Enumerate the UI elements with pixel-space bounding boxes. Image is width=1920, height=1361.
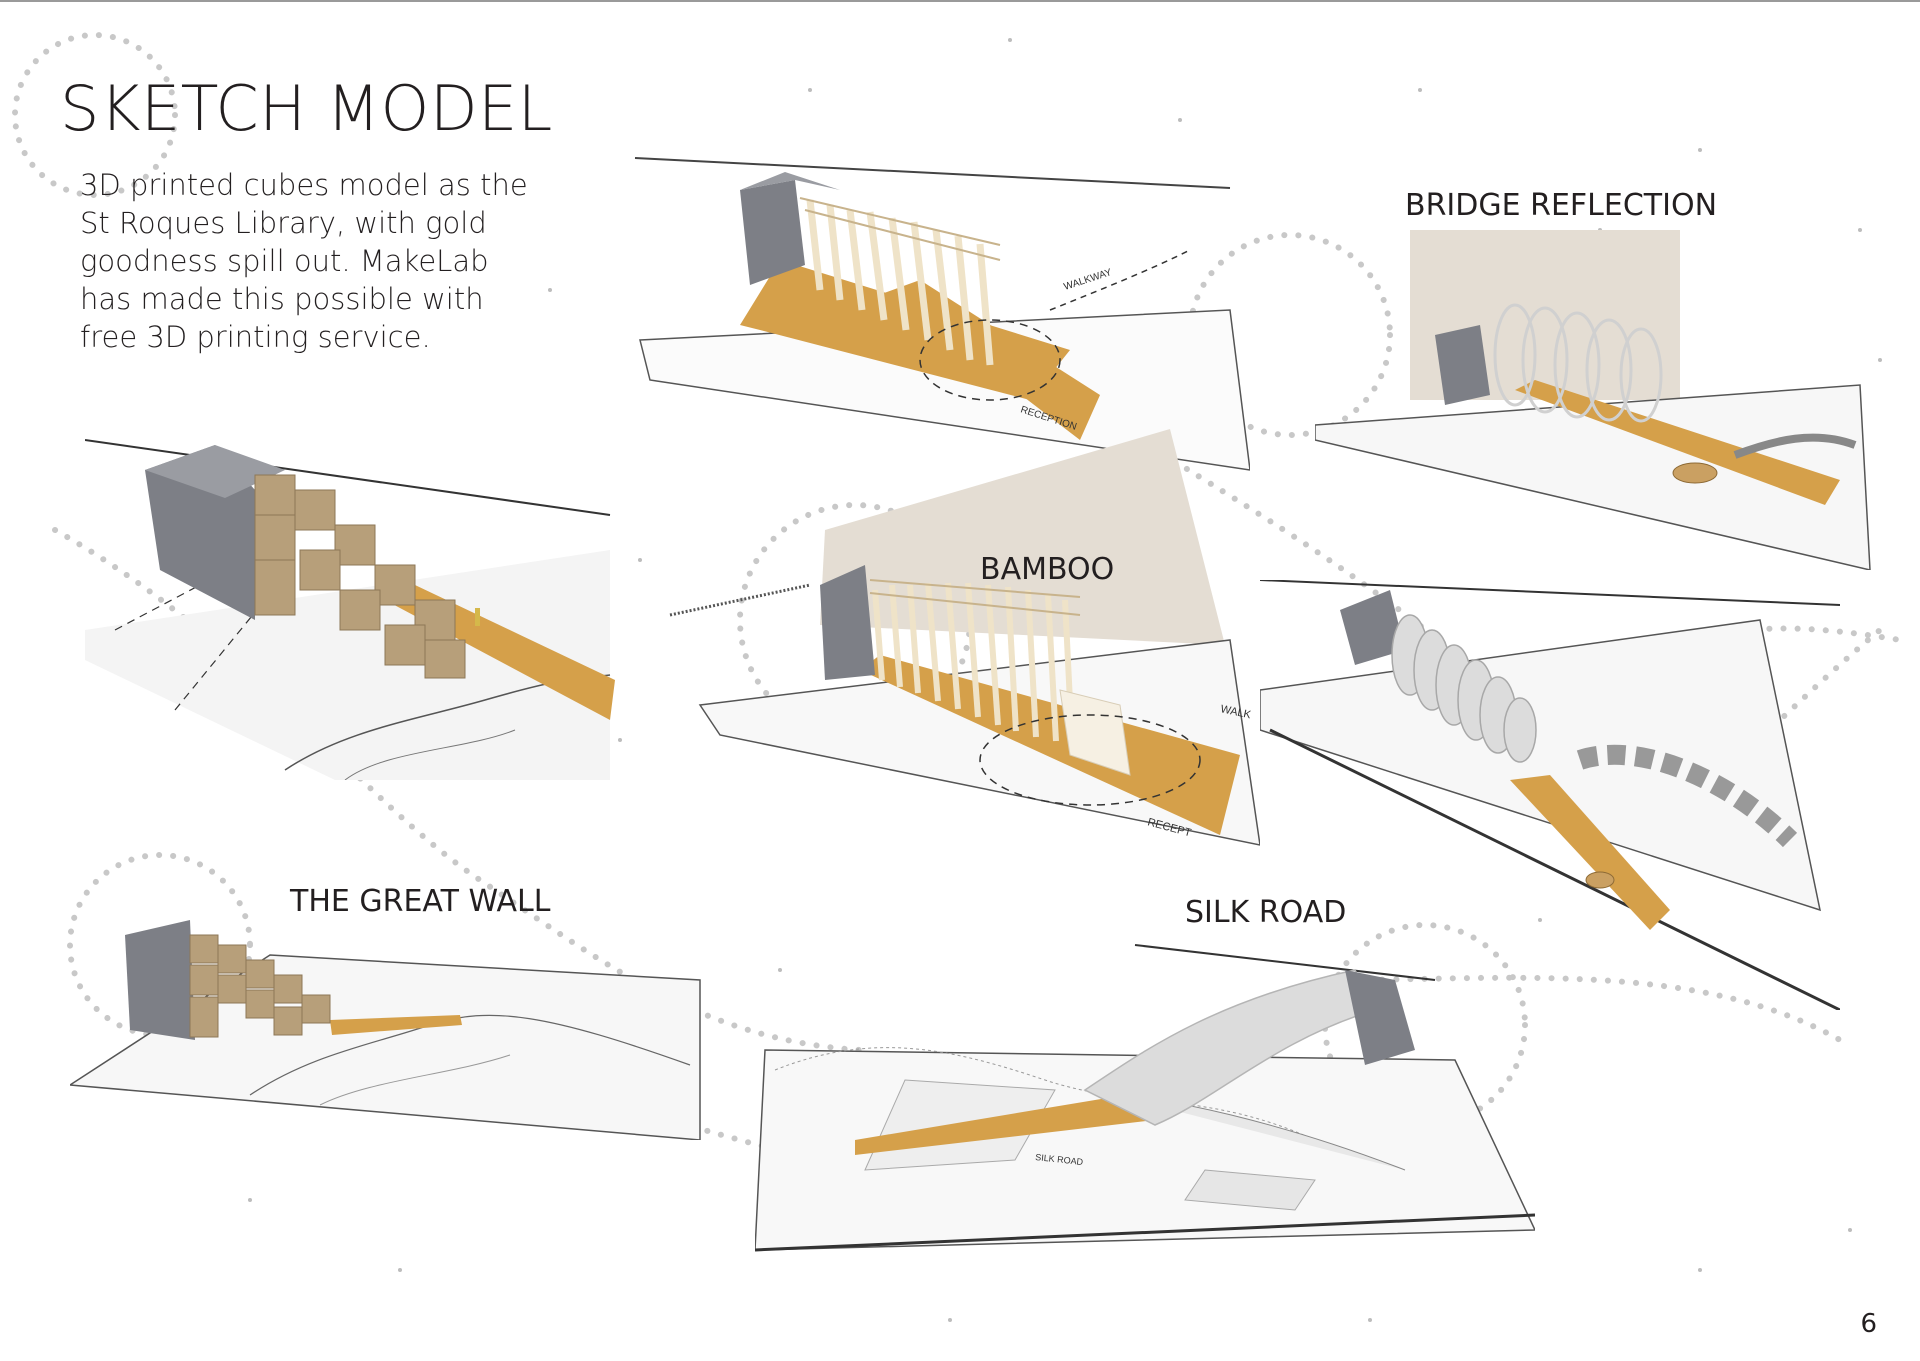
- bridge-arcs: [1391, 614, 1537, 763]
- description-line: has made this possible with: [80, 282, 484, 316]
- page-title: SKETCH MODEL: [60, 72, 553, 145]
- grey-cube: [1345, 970, 1415, 1065]
- grey-cube: [740, 180, 805, 285]
- model-edge-line: [1260, 580, 1840, 606]
- silk-road-label: SILK ROAD: [1185, 895, 1347, 930]
- photo-silk-road-model: SILK ROAD: [755, 944, 1535, 1252]
- bamboo-sticks: [806, 199, 994, 366]
- model-edge-line: [85, 439, 611, 516]
- great-wall-label: THE GREAT WALL: [290, 884, 551, 919]
- page-number: 6: [1860, 1309, 1877, 1339]
- bamboo-sticks: [872, 582, 1075, 744]
- grey-cube: [1340, 590, 1405, 665]
- grey-cube-top: [145, 445, 285, 498]
- wood-deck: [1510, 775, 1670, 930]
- model-base-board: [1315, 384, 1871, 570]
- model-edge-line: [1134, 944, 1436, 981]
- gold-stacked-cubes: [189, 934, 331, 1038]
- photo-bridge-reflection-model: [1315, 230, 1871, 570]
- description-line: 3D printed cubes model as the: [80, 168, 528, 202]
- translucent-ribbon: [1083, 969, 1377, 1126]
- grey-cube: [125, 920, 195, 1040]
- bridge-arcs: [1493, 303, 1663, 423]
- gold-stacked-cubes: [254, 474, 466, 679]
- photo-great-wall-model: [70, 920, 701, 1140]
- model-base-board: [639, 309, 1250, 471]
- photo-bridge-arcs-model: [1260, 580, 1840, 1010]
- walkway-note: WALKWAY: [1063, 267, 1114, 293]
- description-line: free 3D printing service.: [80, 320, 431, 354]
- grey-cube-top: [740, 172, 840, 190]
- description-line: St Roques Library, with gold: [80, 206, 487, 240]
- photo-sketch-model-top: WALKWAY RECEPTION: [634, 157, 1250, 471]
- grey-cube: [1435, 325, 1490, 405]
- photo-great-wall-closeup: [85, 439, 615, 780]
- model-base-board: [1260, 619, 1821, 912]
- description-line: goodness spill out. MakeLab: [80, 244, 489, 278]
- grey-cube: [820, 565, 875, 680]
- top-rule: [0, 0, 1920, 2]
- photo-bamboo-model: WALK RECEPT: [669, 429, 1260, 846]
- model-backdrop: [820, 429, 1225, 645]
- wood-deck: [330, 1015, 462, 1035]
- bridge-reflection-label: BRIDGE REFLECTION: [1405, 188, 1718, 223]
- description-paragraph: 3D printed cubes model as the St Roques …: [80, 166, 540, 356]
- bamboo-label: BAMBOO: [980, 552, 1115, 587]
- model-edge-line: [634, 157, 1231, 189]
- wood-deck: [855, 1090, 1155, 1155]
- model-base-board: [85, 550, 610, 780]
